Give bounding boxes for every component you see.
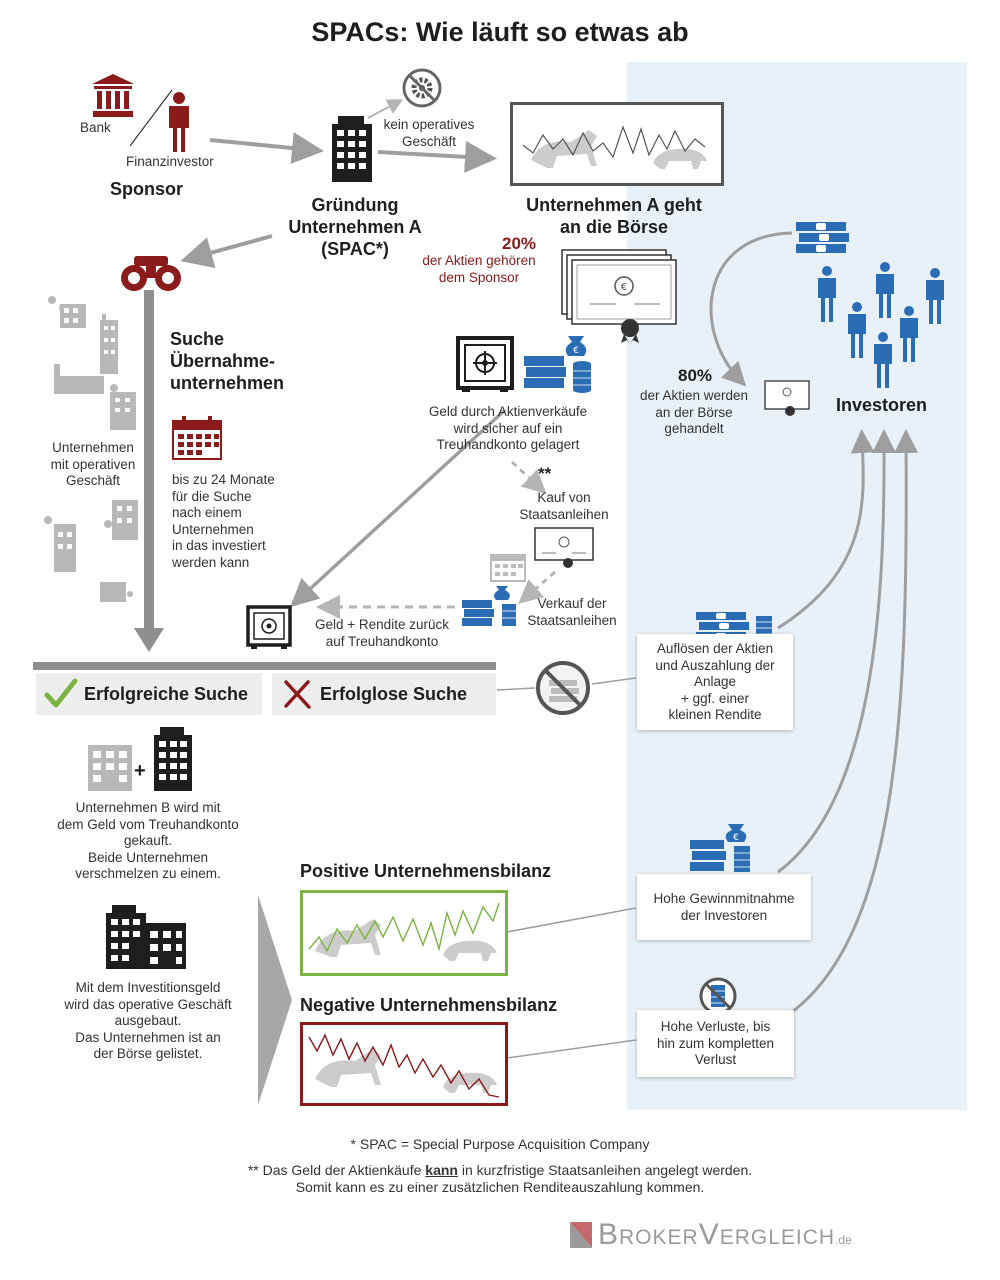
sponsor-label: Sponsor [110, 179, 184, 199]
investitionsgeld-text: Mit dem Investitionsgeld wird das operat… [64, 980, 232, 1061]
positive-chart-icon [300, 890, 508, 976]
safe-icon [456, 336, 514, 392]
brand-name: BrokerVergleich.de [598, 1219, 852, 1256]
person-icon [169, 92, 189, 152]
svg-text:€: € [573, 346, 579, 356]
bank-icon [92, 74, 134, 117]
chart-bull-bear-icon [510, 102, 724, 186]
brand-logo-icon [570, 1222, 592, 1248]
footnote-part-1: ** Das Geld der Aktienkäufe [247, 1162, 426, 1178]
certificate-small-icon [764, 380, 810, 416]
gear-crossed-icon [402, 68, 442, 108]
footnote-kann: kann [425, 1162, 458, 1178]
treuhand-geld-label: Geld durch Aktienverkäufe wird sicher au… [428, 404, 588, 452]
money-bag-icon: € [690, 824, 750, 872]
bond-certificate-icon [534, 527, 594, 568]
certificate-icon: € [561, 249, 677, 344]
erfolgreiche-suche-box: Erfolgreiche Suche [36, 673, 262, 715]
no-coins-icon [699, 977, 737, 1015]
merger-text: Unternehmen B wird mit dem Geld vom Treu… [57, 800, 239, 881]
suche-label: Suche Übernahme- unternehmen [170, 329, 285, 393]
brand-main: BrokerVergleich [598, 1218, 836, 1251]
kauf-staatsanleihen-label: Kauf von Staatsanleihen [519, 490, 609, 522]
investor-group-icon [818, 262, 944, 388]
divider-slash [129, 89, 173, 147]
erfolglose-suche-box: Erfolglose Suche [272, 673, 496, 715]
negative-bilanz-title: Negative Unternehmensbilanz [300, 995, 558, 1015]
verkauf-staatsanleihen-label: Verkauf der Staatsanleihen [527, 596, 617, 628]
checkmark-icon [44, 678, 78, 708]
boerse-label: Unternehmen A geht an die Börse [526, 195, 702, 237]
positive-bilanz-title: Positive Unternehmensbilanz [300, 861, 552, 881]
verlust-text: Hohe Verluste, bis hin zum kompletten Ve… [656, 1019, 775, 1067]
company-b-icon [88, 745, 132, 791]
money-stack-small-icon [462, 586, 516, 626]
plus-sign: + [134, 760, 146, 782]
investoren-label: Investoren [836, 395, 928, 415]
erfolglose-suche-label: Erfolglose Suche [320, 684, 468, 704]
staatsanleihen-footnote: ** Das Geld der Aktienkäufe kann in kurz… [0, 1162, 1000, 1179]
sponsor-percent: 20% [502, 234, 537, 253]
staatsanleihen-footnote-2: Somit kann es zu einer zusätzlichen Rend… [295, 1179, 705, 1195]
brand-suffix: .de [835, 1233, 852, 1247]
calendar-icon [172, 416, 222, 460]
page-title: SPACs: Wie läuft so etwas ab [311, 17, 689, 47]
kein-geschaeft-label: kein operatives Geschäft [383, 117, 475, 149]
money-bundle-icon [796, 222, 849, 253]
aufloesen-text: Auflösen der Aktien und Auszahlung der A… [655, 641, 775, 722]
investor-percent: 80% [678, 366, 713, 385]
gruendung-label: Gründung Unternehmen A (SPAC*) [288, 195, 422, 259]
aufloesen-box: Auflösen der Aktien und Auszahlung der A… [637, 634, 793, 730]
binoculars-icon [121, 256, 181, 291]
money-stack-icon: € [524, 336, 591, 393]
svg-text:€: € [733, 833, 739, 843]
negative-chart-icon [300, 1022, 508, 1106]
erfolgreiche-suche-label: Erfolgreiche Suche [84, 684, 249, 704]
spac-footnote: * SPAC = Special Purpose Acquisition Com… [350, 1136, 650, 1152]
gewinn-box: Hohe Gewinnmitnahme der Investoren [637, 874, 811, 940]
footnote-part-2: in kurzfristige Staatsanleihen angelegt … [457, 1162, 753, 1178]
company-icons-left [44, 296, 138, 602]
cross-icon [284, 680, 311, 709]
sponsor-share-text: der Aktien gehören dem Sponsor [422, 253, 536, 285]
unternehmen-operativ-label: Unternehmen mit operativen Geschäft [50, 440, 136, 488]
footnote-star-marker: ** [538, 464, 552, 483]
rendite-zurueck-label: Geld + Rendite zurück auf Treuhandkonto [315, 617, 449, 649]
gewinn-text: Hohe Gewinnmitnahme der Investoren [653, 891, 795, 923]
no-money-icon [536, 661, 590, 715]
calendar-gray-icon [490, 554, 526, 582]
verlust-box: Hohe Verluste, bis hin zum kompletten Ve… [637, 1010, 794, 1077]
safe-small-icon [246, 605, 292, 649]
company-a-icon [154, 727, 192, 791]
building-icon [332, 116, 372, 182]
bank-label: Bank [80, 120, 111, 135]
finanzinvestor-label: Finanzinvestor [126, 154, 214, 169]
zeitraum-label: bis zu 24 Monate für die Suche nach eine… [172, 472, 275, 570]
investor-share-text: der Aktien werden an der Börse gehandelt [639, 388, 749, 436]
svg-text:€: € [621, 282, 627, 293]
merged-company-icon [106, 905, 186, 969]
